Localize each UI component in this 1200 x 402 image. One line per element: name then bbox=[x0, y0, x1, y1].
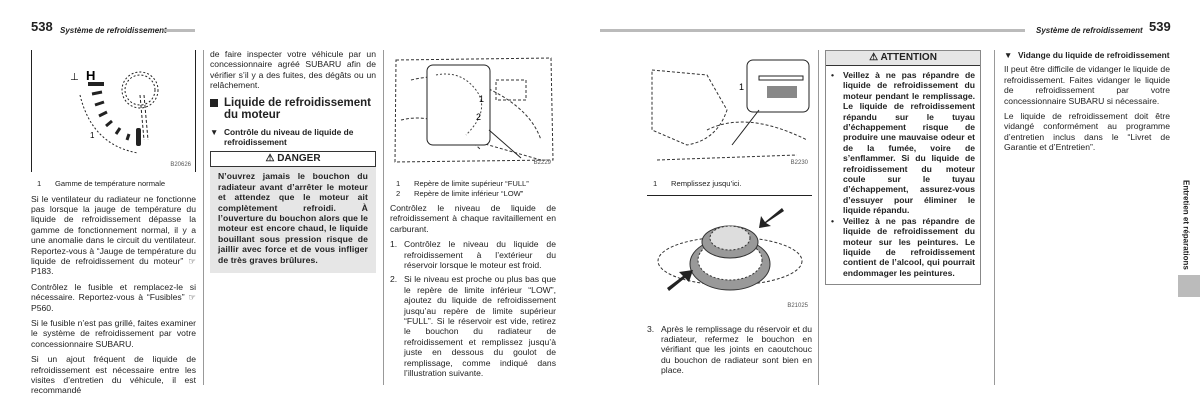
triangle-down-icon: ▼ bbox=[1004, 50, 1013, 60]
figure-label: 1 bbox=[90, 131, 95, 140]
paragraph: Si le ventilateur du radiateur ne foncti… bbox=[31, 193, 196, 277]
paragraph: Le liquide de refroidissement doit être … bbox=[1004, 111, 1170, 153]
figure-label: 2 bbox=[476, 112, 481, 122]
paragraph: Contrôlez le niveau de liquide de refroi… bbox=[390, 203, 556, 234]
step-list: 3.Après le remplissage du réservoir et d… bbox=[647, 324, 812, 376]
figure-code: B2229 bbox=[533, 159, 551, 166]
figure-label: 1 bbox=[479, 94, 484, 104]
paragraph: Contrôlez le fusible et remplacez-le si … bbox=[31, 281, 196, 313]
page-number-left: 538 bbox=[31, 19, 53, 34]
column-divider bbox=[383, 50, 384, 385]
column-divider bbox=[818, 50, 819, 385]
triangle-down-icon: ▼ bbox=[210, 126, 219, 137]
figure-label: 1 bbox=[739, 82, 744, 92]
paragraph: de faire inspecter votre véhicule par un… bbox=[210, 49, 376, 91]
header-title-right: Système de refroidissement bbox=[1036, 26, 1143, 35]
column-6: ▼Vidange du liquide de refroidissement I… bbox=[1004, 50, 1170, 158]
engine-bay-illustration: 1 2 bbox=[394, 57, 554, 163]
header-rule-right bbox=[600, 29, 1025, 32]
warning-icon: ⚠ bbox=[869, 52, 879, 63]
page-number-right: 539 bbox=[1149, 19, 1171, 34]
column-5: ⚠ ATTENTION •Veillez à ne pas répandre d… bbox=[825, 50, 981, 286]
danger-header: ⚠ DANGER bbox=[210, 151, 376, 168]
list-item: •Veillez à ne pas répandre de liquide de… bbox=[831, 70, 975, 216]
column-divider bbox=[203, 50, 204, 385]
danger-text: N’ouvrez jamais le bouchon du radiateur … bbox=[210, 167, 376, 274]
column-divider bbox=[994, 50, 995, 385]
svg-text:⊥: ⊥ bbox=[70, 72, 79, 83]
column-2: de faire inspecter votre véhicule par un… bbox=[210, 49, 376, 274]
list-item: 2.Si le niveau est proche ou plus bas qu… bbox=[390, 274, 556, 379]
square-bullet-icon bbox=[210, 98, 218, 107]
gauge-illustration: ⊥ H 1 bbox=[70, 68, 159, 154]
step-list: 1.Contrôlez le niveau du liquide de refr… bbox=[390, 239, 556, 378]
radiator-cap-figure: B21025 bbox=[647, 194, 812, 314]
fill-level-figure: 1 B2230 bbox=[647, 50, 812, 170]
temperature-gauge-figure: ⊥ H 1 B20626 bbox=[31, 50, 196, 172]
header-rule-left bbox=[165, 29, 195, 32]
figure-code: B20626 bbox=[170, 161, 191, 168]
side-tab-marker bbox=[1178, 275, 1200, 297]
side-tab-label: Entretien et réparations bbox=[1181, 180, 1191, 270]
figure-code: B2230 bbox=[790, 159, 808, 166]
subsection-heading: ▼Contrôle du niveau de liquide de refroi… bbox=[210, 126, 354, 148]
attention-header: ⚠ ATTENTION bbox=[826, 51, 980, 66]
paragraph: Il peut être difficile de vidanger le li… bbox=[1004, 64, 1170, 106]
paragraph: Si le fusible n’est pas grillé, faites e… bbox=[31, 317, 196, 349]
header-title-left: Système de refroidissement bbox=[60, 26, 167, 35]
radiator-cap-illustration bbox=[657, 207, 803, 291]
list-item: •Veillez à ne pas répandre de liquide de… bbox=[831, 215, 975, 278]
svg-text:H: H bbox=[86, 68, 95, 83]
figure-code: B21025 bbox=[787, 303, 808, 310]
section-heading: Liquide de refroidissement du moteur bbox=[210, 97, 376, 121]
list-item: 1.Contrôlez le niveau du liquide de refr… bbox=[390, 239, 556, 271]
list-item: 3.Après le remplissage du réservoir et d… bbox=[647, 323, 812, 376]
attention-body: •Veillez à ne pas répandre de liquide de… bbox=[826, 66, 980, 284]
paragraph: Si un ajout fréquent de liquide de refro… bbox=[31, 354, 196, 396]
reservoir-closeup-illustration: 1 bbox=[651, 59, 810, 161]
subsection-heading: ▼Vidange du liquide de refroidissement bbox=[1004, 50, 1170, 60]
reservoir-figure: 1 2 B2229 bbox=[390, 50, 556, 170]
warning-icon: ⚠ bbox=[265, 153, 275, 165]
